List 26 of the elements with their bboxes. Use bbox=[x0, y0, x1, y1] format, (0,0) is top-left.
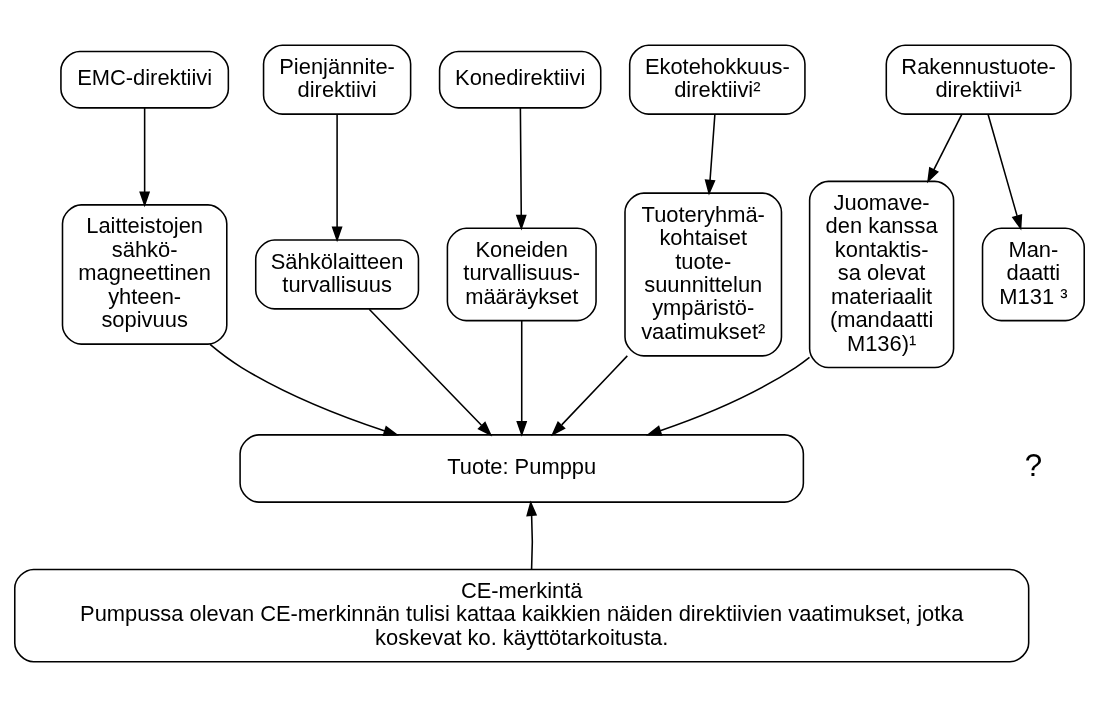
node-box: Laitteistojen sähkö- magneettinen yhteen- sopivuus bbox=[61, 203, 228, 345]
arrow bbox=[209, 343, 400, 436]
arrow bbox=[516, 319, 528, 437]
arrow bbox=[927, 112, 963, 183]
node-box: Pienjännite- direktiivi bbox=[262, 44, 412, 115]
arrow bbox=[704, 112, 716, 195]
arrow bbox=[526, 499, 538, 570]
node-box: Sähkölaitteen turvallisuus bbox=[254, 238, 420, 310]
arrow bbox=[368, 308, 493, 436]
arrow bbox=[515, 106, 527, 230]
node-box: Rakennustuote- direktiivi¹ bbox=[885, 44, 1072, 115]
node-box: Ekotehokkuus- direktiivi² bbox=[628, 44, 806, 115]
arrow bbox=[987, 112, 1023, 230]
node-box: EMC-direktiivi bbox=[60, 50, 230, 109]
node-box: Konedirektiivi bbox=[438, 50, 602, 109]
label: ? bbox=[1024, 447, 1043, 483]
node-box: Koneiden turvallisuus- määräykset bbox=[446, 227, 597, 321]
arrow bbox=[139, 106, 151, 207]
node-box: Juomave- den kanssa kontaktis- sa olevat materiaalit (mandaatti M136)¹ bbox=[808, 180, 955, 368]
arrow bbox=[331, 112, 343, 242]
node-box: Man- daatti M131 ³ bbox=[981, 227, 1085, 321]
arrow bbox=[551, 354, 629, 436]
node-box: CE-merkintä Pumpussa olevan CE-merkinnän tulisi kattaa kaikkien näiden direktiivien vaatimukset, jotka koskevat ko. käyttötarkoitusta. bbox=[14, 568, 1030, 662]
node-box: Tuoteryhmä- kohtaiset tuote- suunnittelun ympäristö- vaatimukset² bbox=[624, 191, 783, 357]
arrow bbox=[645, 356, 811, 436]
node-box: Tuote: Pumppu bbox=[239, 433, 805, 503]
